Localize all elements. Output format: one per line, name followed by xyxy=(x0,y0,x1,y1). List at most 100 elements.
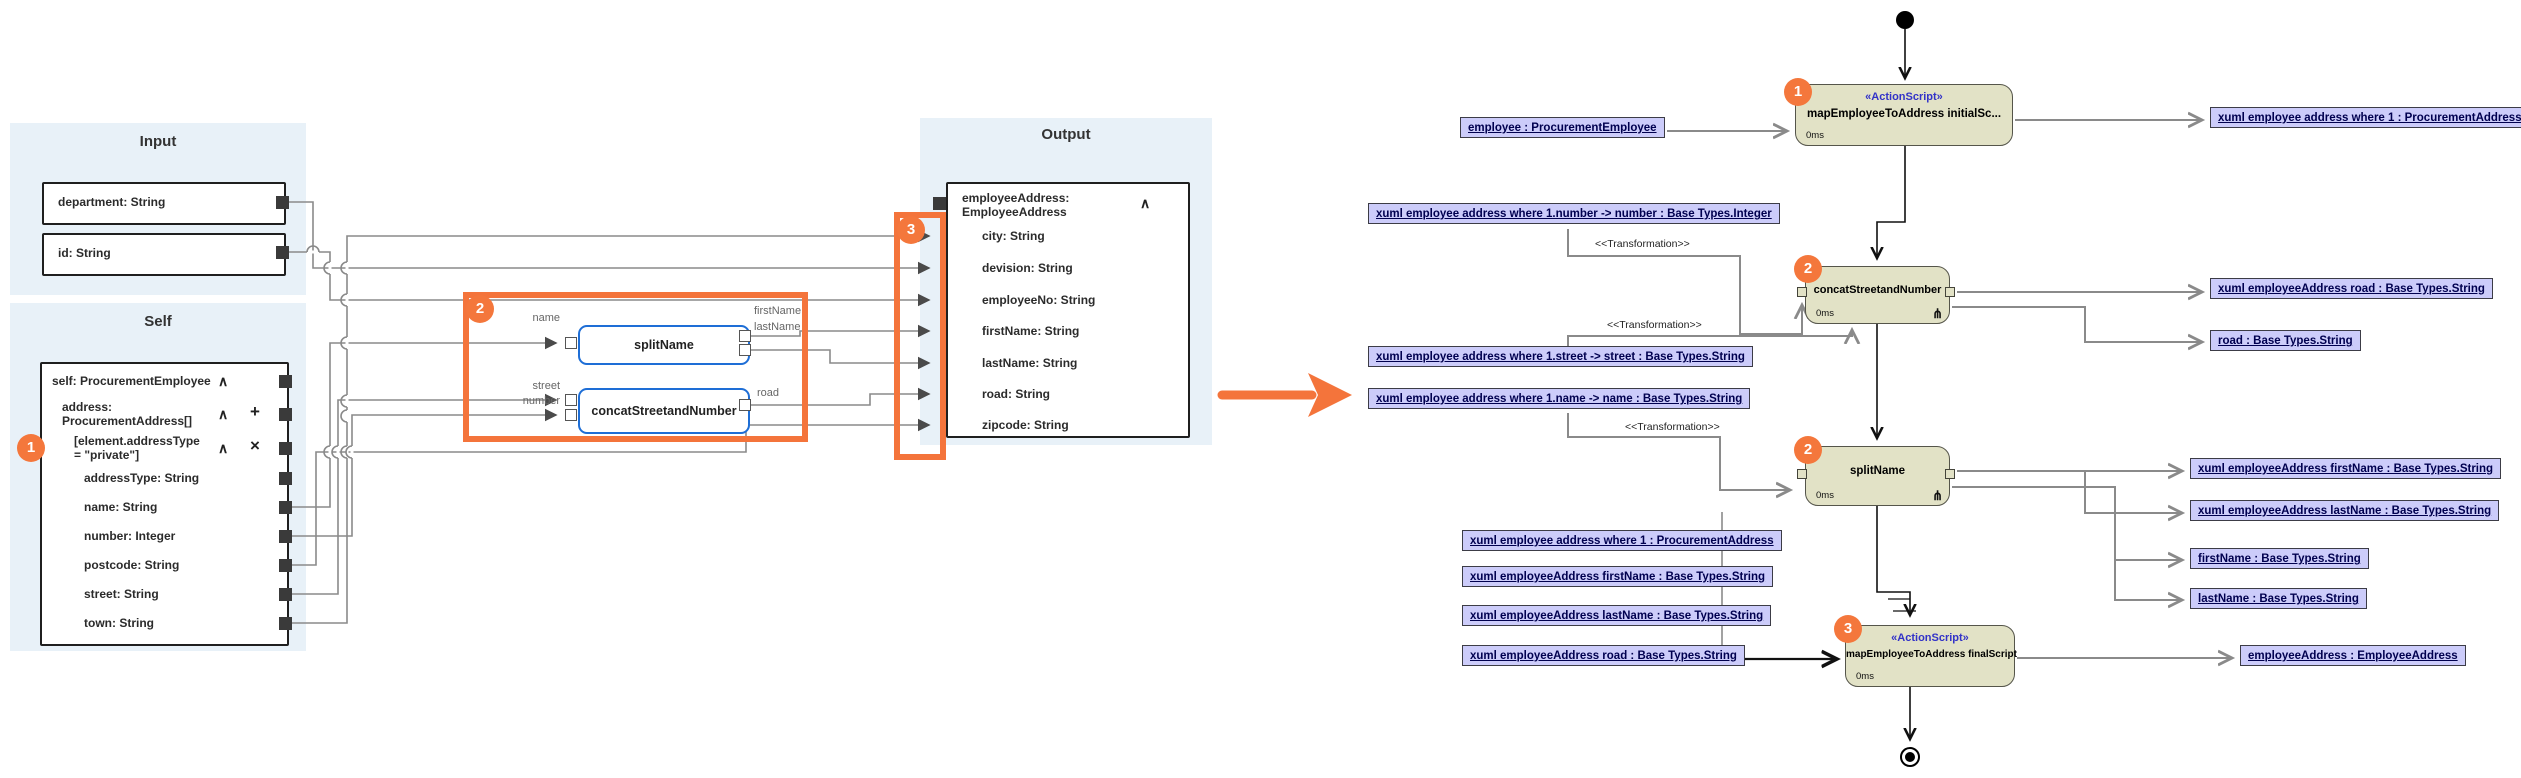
self-street-pin[interactable] xyxy=(279,588,292,601)
duration-label: 0ms xyxy=(1806,130,1824,141)
self-child-town: town: String xyxy=(84,616,154,630)
highlight-rect-3 xyxy=(894,212,946,460)
field-department-pin[interactable] xyxy=(276,196,289,209)
stereotype-label: «ActionScript» xyxy=(1865,91,1943,103)
object-label-employee-in[interactable]: employee : ProcurementEmployee xyxy=(1460,117,1665,138)
split-node-right-pin[interactable] xyxy=(1945,469,1955,479)
object-label-firstname-out[interactable]: xuml employeeAddress firstName : Base Ty… xyxy=(2190,458,2502,479)
object-label-road-out[interactable]: xuml employeeAddress road : Base Types.S… xyxy=(2210,278,2493,299)
duration-label: 0ms xyxy=(1856,671,1874,682)
concat-out-label: road xyxy=(757,387,780,399)
output-field-employeeNo: employeeNo: String xyxy=(982,293,1096,307)
field-id[interactable] xyxy=(42,233,286,276)
self-filter-label-line2: = "private"] xyxy=(74,448,140,462)
object-flow-edges[interactable] xyxy=(1567,120,2232,658)
concat-node-right-pin[interactable] xyxy=(1945,287,1955,297)
output-field-city: city: String xyxy=(982,229,1045,243)
splitName-out2-label: lastName xyxy=(754,321,801,333)
callout-badge-1-right: 1 xyxy=(1784,78,1812,106)
action-node-finalScript[interactable]: «ActionScript» mapEmployeeToAddress fina… xyxy=(1845,625,2017,687)
field-id-pin[interactable] xyxy=(276,246,289,259)
concat-input-pin-1[interactable] xyxy=(565,394,577,406)
concat-output-pin[interactable] xyxy=(739,399,751,411)
collapse-icon[interactable]: ∧ xyxy=(1140,195,1151,211)
collapse-icon[interactable]: ∧ xyxy=(218,440,229,456)
self-addressType-pin[interactable] xyxy=(279,472,292,485)
splitName-input-pin[interactable] xyxy=(565,337,577,349)
object-label-lastname-plain[interactable]: lastName : Base Types.String xyxy=(2190,588,2367,609)
self-name-pin[interactable] xyxy=(279,501,292,514)
action-node-name: splitName xyxy=(1850,465,1905,477)
output-root-pin[interactable] xyxy=(933,197,946,210)
splitName-out1-label: firstName xyxy=(754,305,802,317)
object-label-firstname-low[interactable]: xuml employeeAddress firstName : Base Ty… xyxy=(1462,566,1774,587)
self-child-name: name: String xyxy=(84,500,158,514)
self-address-label-line1: address: xyxy=(62,400,113,414)
object-label-employee-out[interactable]: employeeAddress : EmployeeAddress xyxy=(2240,645,2466,666)
splitName-in-label: name xyxy=(532,312,560,324)
output-field-lastName: lastName: String xyxy=(982,356,1078,370)
object-label-addr-where1-low[interactable]: xuml employee address where 1 : Procurem… xyxy=(1462,530,1782,551)
object-label-lastname-low[interactable]: xuml employeeAddress lastName : Base Typ… xyxy=(1462,605,1772,626)
transition-arrow xyxy=(1217,373,1352,417)
object-label-road-plain[interactable]: road : Base Types.String xyxy=(2210,330,2361,351)
output-field-zipcode: zipcode: String xyxy=(982,418,1069,432)
self-filter-pin[interactable] xyxy=(279,442,292,455)
self-panel-title: Self xyxy=(144,313,172,330)
self-postcode-pin[interactable] xyxy=(279,559,292,572)
output-box[interactable] xyxy=(946,182,1190,438)
initial-node[interactable] xyxy=(1896,11,1914,29)
self-child-street: street: String xyxy=(84,587,159,601)
add-icon[interactable]: + xyxy=(250,402,260,421)
object-label-road-low[interactable]: xuml employeeAddress road : Base Types.S… xyxy=(1462,645,1745,666)
collapse-icon[interactable]: ∧ xyxy=(218,373,229,389)
duration-label: 0ms xyxy=(1816,308,1834,319)
concat-input-pin-2[interactable] xyxy=(565,409,577,421)
object-label-number-transform[interactable]: xuml employee address where 1.number -> … xyxy=(1368,203,1780,224)
output-field-firstName: firstName: String xyxy=(982,324,1080,338)
action-node-concat[interactable]: concatStreetandNumber 0ms ⋔ xyxy=(1805,266,1950,324)
function-concat-label: concatStreetandNumber xyxy=(591,404,737,418)
object-label-name-transform[interactable]: xuml employee address where 1.name -> na… xyxy=(1368,388,1751,409)
output-panel-title: Output xyxy=(1041,126,1091,143)
self-child-addressType: addressType: String xyxy=(84,471,200,485)
object-label-firstname-plain[interactable]: firstName : Base Types.String xyxy=(2190,548,2369,569)
remove-icon[interactable]: × xyxy=(250,436,260,455)
object-label-addr-where1-top[interactable]: xuml employee address where 1 : Procurem… xyxy=(2210,107,2521,128)
callout-badge-2b-right: 2 xyxy=(1794,436,1822,464)
concat-in2-label: number xyxy=(522,395,560,407)
function-splitName-label: splitName xyxy=(634,338,694,352)
splitName-output-pin-1[interactable] xyxy=(739,330,751,342)
action-node-name: mapEmployeeToAddress initialSc... xyxy=(1806,108,2002,120)
highlight-rect-2 xyxy=(463,292,808,442)
function-concatStreetandNumber[interactable]: concatStreetandNumber xyxy=(578,388,750,434)
fork-icon: ⋔ xyxy=(1932,488,1943,503)
collapse-icon[interactable]: ∧ xyxy=(218,406,229,422)
self-address-label-line2: ProcurementAddress[] xyxy=(62,414,193,428)
object-label-lastname-out[interactable]: xuml employeeAddress lastName : Base Typ… xyxy=(2190,500,2500,521)
self-town-pin[interactable] xyxy=(279,617,292,630)
final-node-core xyxy=(1905,752,1915,762)
control-flow-edges[interactable] xyxy=(1877,29,1916,739)
action-node-initialScript[interactable]: «ActionScript» mapEmployeeToAddress init… xyxy=(1795,84,2013,146)
self-box[interactable] xyxy=(40,362,289,646)
callout-badge-1: 1 xyxy=(17,434,45,462)
self-root-pin[interactable] xyxy=(279,375,292,388)
function-splitName[interactable]: splitName xyxy=(578,325,750,365)
duration-label: 0ms xyxy=(1816,490,1834,501)
split-node-left-pin[interactable] xyxy=(1797,469,1807,479)
callout-badge-3-right: 3 xyxy=(1834,615,1862,643)
concat-in1-label: street xyxy=(532,380,560,392)
splitName-output-pin-2[interactable] xyxy=(739,344,751,356)
concat-node-left-pin[interactable] xyxy=(1797,287,1807,297)
transformation-label-2: <<Transformation>> xyxy=(1607,319,1702,331)
object-label-street-transform[interactable]: xuml employee address where 1.street -> … xyxy=(1368,346,1753,367)
self-child-postcode: postcode: String xyxy=(84,558,180,572)
action-node-splitName[interactable]: splitName 0ms ⋔ xyxy=(1805,446,1950,506)
callout-badge-2-right: 2 xyxy=(1794,255,1822,283)
self-address-pin[interactable] xyxy=(279,408,292,421)
self-number-pin[interactable] xyxy=(279,530,292,543)
self-filter-label-line1: [element.addressType xyxy=(74,434,200,448)
